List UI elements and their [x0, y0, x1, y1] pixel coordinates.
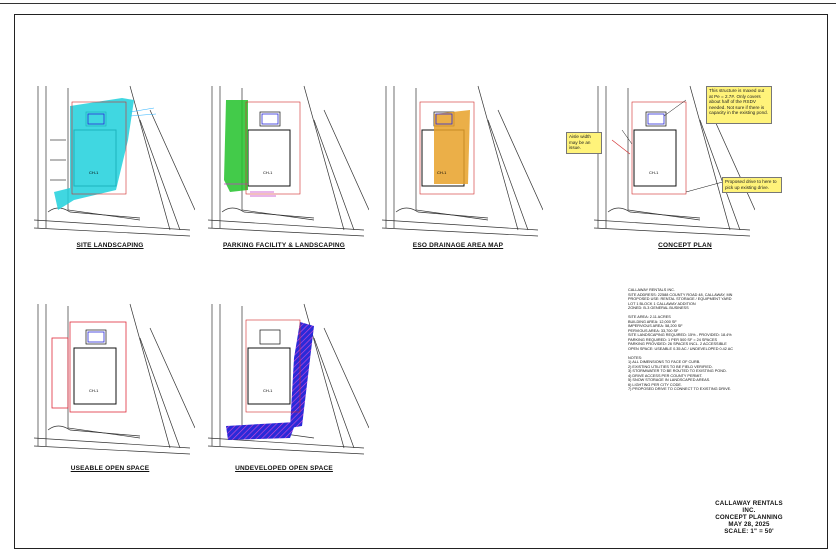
- site-note-line: NOTES:: [628, 355, 643, 360]
- site-note-line: IMPERVIOUS AREA: 58,200 SF: [628, 324, 683, 328]
- site-note-line: 5) SNOW STORAGE IN LANDSCAPED AREAS.: [628, 378, 711, 382]
- site-note-line: PARKING PROVIDED: 26 SPACES INCL. 2 ACCE…: [628, 342, 727, 346]
- site-note-line: SITE AREA: 2.11 ACRES: [628, 315, 671, 319]
- site-note-line: PERVIOUS AREA: 33,700 SF: [628, 328, 679, 333]
- title-scale: SCALE: 1" = 50': [724, 528, 774, 535]
- title-date: MAY 28, 2025: [728, 521, 770, 528]
- building-label: CH-1: [263, 170, 273, 175]
- title-block: CALLAWAY RENTALS INC. CONCEPT PLANNING M…: [712, 500, 786, 535]
- site-note-line: LOT 1 BLOCK 1 CALLAWAY ADDITION: [628, 301, 696, 306]
- site-plan-drawing: [593, 85, 755, 237]
- title-subject: CONCEPT PLANNING: [715, 514, 783, 521]
- site-note-line: PROPOSED USE: RENTAL STORAGE / EQUIPMENT…: [628, 297, 732, 301]
- site-plan-drawing: [207, 85, 369, 237]
- site-note-line: 6) LIGHTING PER CITY CODE.: [628, 382, 682, 387]
- site-note-line: SITE ADDRESS: 22588 COUNTY ROAD 48, CALL…: [628, 292, 733, 297]
- panel-site-landscaping[interactable]: SITE LANDSCAPING: [30, 80, 195, 249]
- site-note-line: OPEN SPACE: USEABLE 0.35 AC / UNDEVELOPE…: [628, 346, 734, 351]
- sheet-border: [14, 14, 828, 549]
- panel-caption: CONCEPT PLAN: [658, 242, 712, 249]
- building-label: CH-1: [263, 388, 273, 393]
- site-note-line: ZONED: B-3 GENERAL BUSINESS: [628, 306, 689, 310]
- panel-undeveloped-open-space[interactable]: UNDEVELOPED OPEN SPACE: [204, 298, 369, 472]
- panel-caption: USEABLE OPEN SPACE: [70, 465, 150, 472]
- drive-callout: Proposed drive to here to pick up existi…: [722, 177, 782, 193]
- site-notes: CALLAWAY RENTALS INC.SITE ADDRESS: 22588…: [628, 288, 740, 392]
- site-note-line: SITE LANDSCAPING REQUIRED: 15% - PROVIDE…: [628, 333, 732, 337]
- site-note-line: 3) STORMWATER TO BE ROUTED TO EXISTING P…: [628, 369, 727, 373]
- structure-callout: This structure is maxed out at Pe = 2.7#…: [706, 86, 772, 124]
- panel-caption: PARKING FACILITY & LANDSCAPING: [222, 242, 346, 249]
- site-note-line: 1) ALL DIMENSIONS TO FACE OF CURB.: [628, 360, 701, 364]
- site-note-line: 2) EXISTING UTILITIES TO BE FIELD VERIFI…: [628, 364, 713, 369]
- panel-parking-facility-landscaping[interactable]: PARKING FACILITY & LANDSCAPING: [204, 80, 369, 249]
- building-label: CH-1: [649, 170, 659, 175]
- panel-usable-open-space[interactable]: USEABLE OPEN SPACE: [30, 298, 195, 472]
- title-company: CALLAWAY RENTALS INC.: [715, 500, 783, 514]
- site-plan-drawing: [33, 303, 195, 455]
- building-label: CH-1: [89, 170, 99, 175]
- aisle-callout: Aisle width may be an issue.: [566, 132, 602, 154]
- building-label: CH-1: [437, 170, 447, 175]
- building-label: CH-1: [89, 388, 99, 393]
- panel-caption: ESO DRAINAGE AREA MAP: [412, 242, 504, 249]
- panel-caption: UNDEVELOPED OPEN SPACE: [235, 465, 333, 472]
- panel-concept-plan[interactable]: CONCEPT PLAN: [590, 80, 755, 249]
- site-plan-drawing: [33, 85, 195, 237]
- site-note-line: BUILDING AREA: 12,000 SF: [628, 319, 677, 324]
- site-note-line: 7) PROPOSED DRIVE TO CONNECT TO EXISTING…: [628, 387, 732, 391]
- site-plan-drawing: [207, 303, 369, 455]
- panel-caption: SITE LANDSCAPING: [76, 242, 144, 249]
- site-note-line: PARKING REQUIRED: 1 PER 500 SF = 24 SPAC…: [628, 337, 718, 342]
- panel-eso-drainage-area-map[interactable]: ESO DRAINAGE AREA MAP: [378, 80, 543, 249]
- site-plan-drawing: [381, 85, 543, 237]
- site-note-line: CALLAWAY RENTALS INC.: [628, 288, 675, 292]
- site-note-line: 4) DRIVE ACCESS PER COUNTY PERMIT.: [628, 373, 703, 378]
- top-rule: [0, 3, 836, 4]
